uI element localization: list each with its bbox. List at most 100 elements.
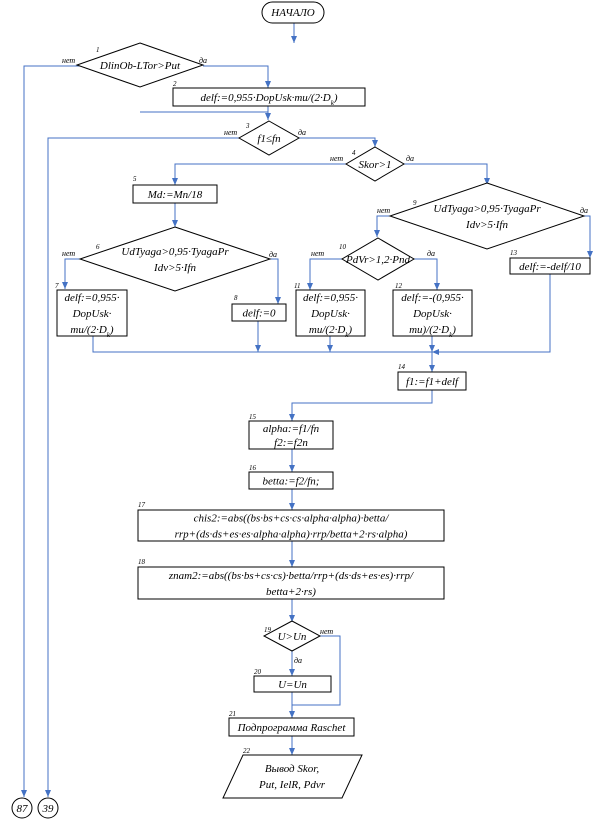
- b22-parallelogram: [222, 754, 363, 799]
- flow-line: [64, 258, 81, 289]
- b20-number: 20: [254, 668, 262, 676]
- no-label: нет: [311, 249, 324, 258]
- b20-box: [253, 675, 332, 693]
- b22-text-line: Put, IelR, Pdvr: [258, 779, 326, 791]
- flow-line: [309, 258, 344, 290]
- b18-number: 18: [138, 558, 146, 566]
- b3-diamond: [237, 120, 301, 156]
- b15-text-line: alpha:=f1/fn: [263, 423, 320, 435]
- block-b1-decision: DlinOb-LTor>Put 1: [75, 42, 205, 88]
- b7-box: [56, 289, 128, 337]
- block-b2-process: delf:=0,955·DopUsk·mu/(2·Dk) 2: [172, 80, 366, 107]
- flow-line: [292, 635, 341, 706]
- block-b11-process: delf:=0,955·DopUsk·mu/(2·Dk)11: [294, 282, 366, 339]
- no-label: нет: [62, 249, 75, 258]
- block-b3-decision: f1≤fn3: [237, 120, 301, 156]
- start-terminal-shape: [261, 1, 325, 24]
- b14-box: [397, 371, 467, 391]
- b3-text-line: f1≤fn: [257, 133, 281, 145]
- arrow-head: [372, 140, 378, 147]
- block-b4-decision: Skor>14: [345, 146, 405, 182]
- b1-diamond: [75, 42, 205, 88]
- b1-number: 1: [96, 46, 100, 54]
- yes-label: да: [406, 154, 414, 163]
- b19-text-line: U>Un: [278, 631, 307, 643]
- flow-line: [270, 258, 279, 304]
- b16-number: 16: [249, 464, 257, 472]
- arrow-head: [307, 283, 313, 290]
- start-terminal: НАЧАЛО: [261, 1, 325, 24]
- b11-box: [295, 289, 366, 337]
- arrow-head: [291, 36, 297, 43]
- arrow-head: [289, 414, 295, 421]
- b10-text-line: PdVr>1,2·Pnd: [345, 254, 411, 266]
- yes-label: да: [580, 206, 588, 215]
- flow-line: [414, 258, 438, 290]
- yes-label: да: [199, 56, 207, 65]
- b8-number: 8: [234, 294, 238, 302]
- yes-label: да: [269, 250, 277, 259]
- b12-box: [392, 289, 473, 337]
- b16-text-line: betta:=f2/fn;: [263, 476, 320, 488]
- arrow-head: [327, 345, 333, 352]
- arrow-head: [434, 283, 440, 290]
- b9-diamond: [388, 182, 586, 250]
- flow-line: [432, 274, 551, 353]
- b14-number: 14: [398, 363, 406, 371]
- b2-text-line: delf:=0,955·DopUsk·mu/(2·Dk): [200, 92, 337, 107]
- arrow-head: [289, 465, 295, 472]
- b5-text-line: Md:=Mn/18: [147, 189, 203, 201]
- b10-diamond: [341, 237, 415, 281]
- arrow-head: [289, 748, 295, 755]
- b13-box: [509, 257, 591, 275]
- yes-label: да: [427, 249, 435, 258]
- arrow-head: [21, 790, 27, 797]
- arrow-head: [289, 560, 295, 567]
- b1-text-line: DlinOb-LTor>Put: [99, 60, 181, 72]
- b2-number: 2: [173, 80, 177, 88]
- block-b12-process: delf:=-(0,955·DopUsk·mu)/(2·Dk)12: [392, 282, 473, 339]
- block-b5-process: Md:=Mn/185: [132, 175, 218, 204]
- b8-text-line: delf:=0: [242, 308, 276, 320]
- b17-text-line: chis2:=abs((bs·bs+cs·cs·alpha·alpha)·bet…: [194, 513, 390, 525]
- b9-number: 9: [413, 199, 417, 207]
- arrow-head: [172, 220, 178, 227]
- b13-text-line: delf:=-delf/10: [519, 261, 581, 273]
- b21-text-line: Подпрограмма Raschet: [237, 722, 347, 734]
- yes-label: да: [294, 656, 302, 665]
- start-terminal-text: НАЧАЛО: [270, 7, 314, 19]
- flow-line: [47, 137, 239, 797]
- b7-text-line: DopUsk·: [72, 308, 112, 320]
- b7-text-line: delf:=0,955·: [64, 292, 119, 304]
- no-label: нет: [62, 56, 75, 65]
- arrow-head: [289, 711, 295, 718]
- b8-box: [231, 303, 287, 322]
- flow-line: [291, 390, 433, 421]
- arrow-head: [265, 81, 271, 88]
- b2-box: [172, 87, 366, 107]
- arrow-head: [172, 178, 178, 185]
- b22-text-line: Вывод Skor,: [265, 763, 319, 775]
- b9-text-line: UdTyaga>0,95·TyagaPr: [433, 203, 541, 215]
- arrow-head: [275, 297, 281, 304]
- arrow-head: [289, 615, 295, 622]
- no-label: нет: [377, 206, 390, 215]
- b11-number: 11: [294, 282, 300, 290]
- block-b7-process: delf:=0,955·DopUsk·mu/(2·Dk)7: [55, 282, 128, 339]
- b19-number: 19: [264, 626, 272, 634]
- flow-line: [203, 65, 269, 88]
- connector-circle: [37, 797, 59, 819]
- b4-diamond: [345, 146, 405, 182]
- connector-text: 87: [17, 803, 29, 815]
- b12-text-line: mu)/(2·Dk): [409, 324, 456, 339]
- b21-number: 21: [229, 710, 236, 718]
- b6-text-line: UdTyaga>0,95·TyagaPr: [121, 246, 229, 258]
- b11-text-line: mu/(2·Dk): [309, 324, 352, 339]
